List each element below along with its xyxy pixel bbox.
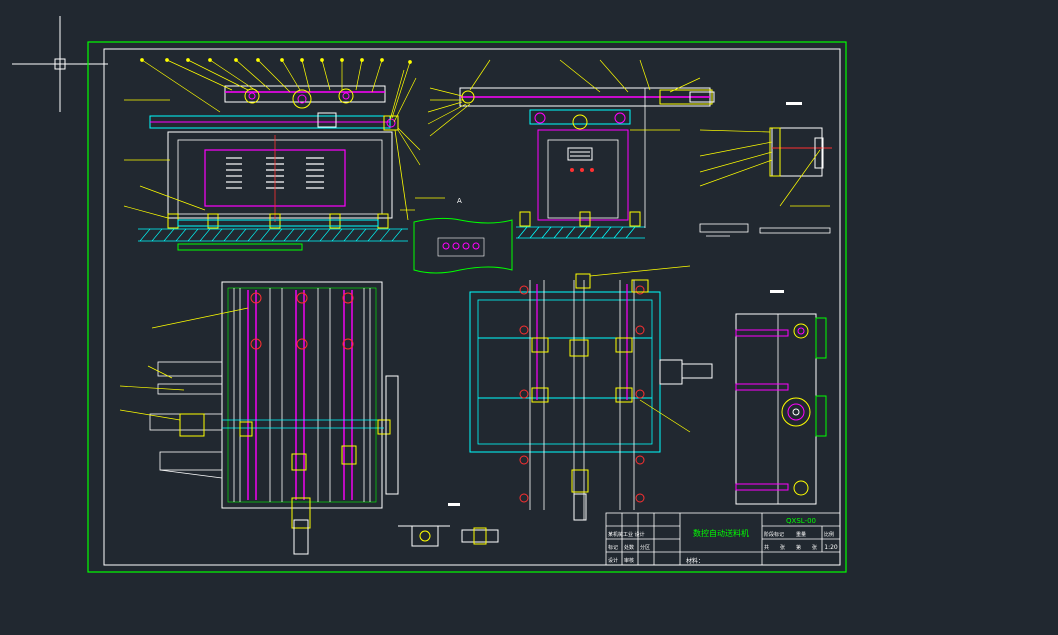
front-view bbox=[123, 58, 421, 251]
title-block bbox=[605, 512, 841, 566]
sheet-label-6: 张 bbox=[812, 544, 817, 551]
section-label: A bbox=[457, 197, 462, 205]
drawing-number: QXSL-00 bbox=[786, 517, 816, 525]
plan-view-left bbox=[119, 281, 399, 555]
drawing-title: 数控自动送料机 bbox=[693, 528, 749, 538]
material-note: 材料： bbox=[686, 557, 704, 565]
section-detail-a: A bbox=[413, 197, 513, 274]
side-view bbox=[415, 59, 715, 239]
sheet-label-4: 张 bbox=[780, 544, 785, 551]
sheet-label-0: 阶段标记 bbox=[764, 531, 784, 538]
sheet-label-3: 共 bbox=[764, 544, 769, 551]
table-label-1: 处数 bbox=[624, 544, 634, 551]
drawing-scale: 1:20 bbox=[824, 544, 838, 551]
table-label-2: 分区 bbox=[640, 544, 650, 551]
drawing-frame bbox=[87, 41, 847, 573]
sheet-label-2: 比例 bbox=[824, 531, 834, 538]
table-label-7: 审核 bbox=[624, 557, 634, 564]
table-label-6: 设计 bbox=[608, 557, 618, 564]
plan-view-center bbox=[469, 265, 713, 521]
crosshair-cursor bbox=[12, 16, 108, 112]
table-label-0: 标记 bbox=[608, 544, 618, 551]
detail-view-right bbox=[735, 290, 827, 505]
company-block: 某机械工业 设计 bbox=[608, 531, 645, 538]
detail-view-top-right bbox=[699, 102, 832, 237]
sheet-label-5: 第 bbox=[796, 544, 801, 551]
small-part-details bbox=[398, 503, 499, 547]
sheet-label-1: 重量 bbox=[796, 531, 806, 538]
